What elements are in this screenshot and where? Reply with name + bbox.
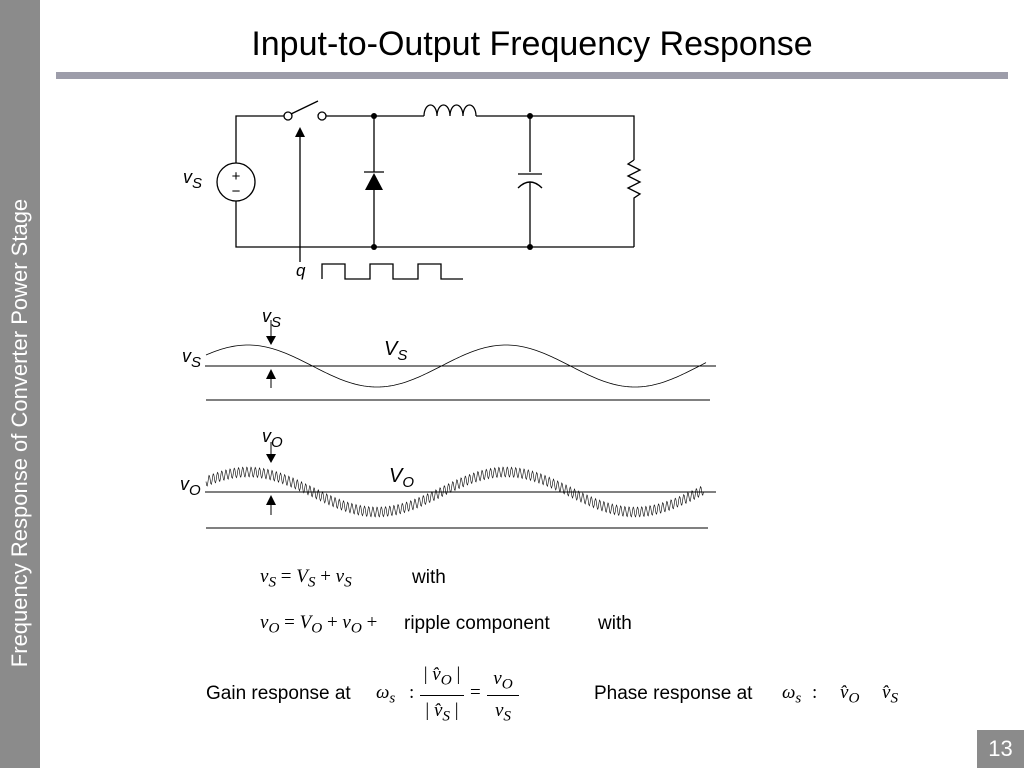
gain-rhs-fraction-bar xyxy=(487,695,519,696)
gain-omega: ωs xyxy=(376,682,396,707)
gain-response-label: Gain response at xyxy=(206,683,351,704)
output-total-label: vO xyxy=(180,474,201,499)
output-total-label-v: v xyxy=(180,474,190,494)
output-waveform-plot: vO vO VO xyxy=(180,426,716,529)
gain-rhs-denominator: vS xyxy=(494,700,512,725)
output-total-waveform xyxy=(205,466,704,518)
gain-fraction-bar xyxy=(420,695,464,696)
source-plus: + xyxy=(232,168,241,185)
wire-top-left xyxy=(235,115,285,163)
phase-colon: : xyxy=(812,682,818,703)
input-total-label: vS xyxy=(182,346,201,371)
sidebar: Frequency Response of Converter Power St… xyxy=(0,0,40,768)
equation-1-with: with xyxy=(412,567,446,588)
input-dc-label-v: V xyxy=(384,338,399,360)
phase-omega: ωs xyxy=(782,682,802,707)
input-ac-label-v: v xyxy=(262,306,272,326)
node-dot-1 xyxy=(371,113,377,119)
resistor xyxy=(626,159,642,247)
input-total-waveform xyxy=(205,344,707,388)
gain-colon: : xyxy=(409,682,415,703)
equation-input-voltage: vS = VS + vS xyxy=(260,566,352,591)
gate-pulse-train xyxy=(321,263,463,280)
input-total-label-v: v xyxy=(182,346,192,366)
output-ac-label: vO xyxy=(262,426,283,451)
output-ac-arrow-bottom-head xyxy=(266,495,276,505)
input-total-label-sub: S xyxy=(191,354,201,371)
phase-output-hat: v̂O xyxy=(840,682,860,707)
wire-inductor-load xyxy=(476,115,635,160)
wire-bottom xyxy=(235,201,634,248)
output-ac-arrow-top-head xyxy=(266,454,276,463)
node-dot-3 xyxy=(371,244,377,250)
output-dc-label-sub: O xyxy=(402,474,414,491)
output-dc-label: VO xyxy=(389,465,414,491)
inductor xyxy=(423,104,477,117)
switch-contact-left xyxy=(283,111,293,121)
switch-contact-right xyxy=(317,111,327,121)
input-ac-label-sub: S xyxy=(271,314,281,331)
output-total-label-sub: O xyxy=(189,482,201,499)
gain-denominator: | v̂S | xyxy=(425,700,459,725)
output-ac-label-sub: O xyxy=(271,434,283,451)
gate-arrowhead xyxy=(295,127,305,137)
title-divider xyxy=(56,72,1008,79)
diode-triangle xyxy=(365,173,383,190)
input-ac-arrow-bottom-head xyxy=(266,369,276,379)
node-dot-2 xyxy=(527,113,533,119)
input-waveform-plot: vS vS VS xyxy=(182,306,716,401)
node-dot-4 xyxy=(527,244,533,250)
voltage-source xyxy=(216,162,256,202)
input-ac-arrow-top-head xyxy=(266,336,276,345)
gain-rhs-numerator: vO xyxy=(493,668,513,693)
source-minus: − xyxy=(232,183,241,200)
phase-input-hat: v̂S xyxy=(882,682,899,707)
input-dc-label: VS xyxy=(384,338,407,364)
equation-output-voltage: vO = VO + vO + xyxy=(260,612,378,637)
phase-response-label: Phase response at xyxy=(594,683,753,704)
input-dc-label-sub: S xyxy=(397,347,407,364)
output-ac-label-v: v xyxy=(262,426,272,446)
input-ac-label: vS xyxy=(262,306,281,331)
equation-2-ripple-component: ripple component xyxy=(404,613,550,634)
switch-blade xyxy=(290,100,319,115)
source-label-v: v xyxy=(183,167,193,187)
equation-2-with: with xyxy=(598,613,632,634)
source-label-sub: S xyxy=(192,175,202,192)
page-title: Input-to-Output Frequency Response xyxy=(251,25,813,63)
page-number: 13 xyxy=(977,730,1024,768)
gain-numerator: | v̂O | xyxy=(423,664,461,689)
source-label: vS xyxy=(183,167,202,192)
buck-converter-circuit: + − vS q xyxy=(183,100,642,280)
gain-equals: = xyxy=(470,682,481,703)
gate-label: q xyxy=(296,261,306,280)
output-dc-label-v: V xyxy=(389,465,404,487)
